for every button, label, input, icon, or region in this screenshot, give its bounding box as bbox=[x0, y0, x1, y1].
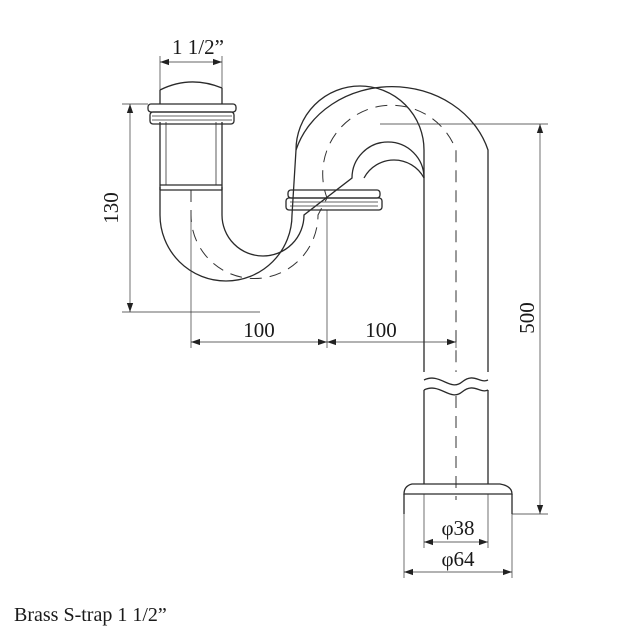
pipe-outline bbox=[159, 81, 489, 372]
tailpiece-break bbox=[423, 377, 489, 396]
dimension-inner-diameter: φ38 bbox=[423, 494, 489, 548]
label-inner-diameter: φ38 bbox=[441, 516, 474, 540]
dimension-top-size: 1 1/2” bbox=[159, 35, 224, 90]
label-top-size: 1 1/2” bbox=[172, 35, 224, 59]
pipe-inner-contour bbox=[221, 141, 425, 257]
dimension-height-130: 130 bbox=[99, 103, 260, 313]
label-width-left: 100 bbox=[243, 318, 275, 342]
middle-slip-nut bbox=[285, 189, 383, 211]
top-slip-nut bbox=[147, 103, 237, 125]
dimension-outer-diameter: φ64 bbox=[403, 514, 513, 578]
label-outer-diameter: φ64 bbox=[441, 547, 475, 571]
dimension-total-height: 500 bbox=[380, 123, 548, 515]
label-width-right: 100 bbox=[365, 318, 397, 342]
label-total-height: 500 bbox=[515, 302, 539, 334]
label-height-130: 130 bbox=[99, 192, 123, 224]
tailpiece-outer-wall bbox=[295, 86, 489, 372]
dimension-widths: 100 100 bbox=[190, 210, 457, 348]
pipe-centerline bbox=[190, 104, 457, 372]
tailpiece-inner-wall bbox=[363, 159, 425, 179]
floor-flange bbox=[403, 483, 513, 514]
product-caption: Brass S-trap 1 1/2” bbox=[14, 604, 167, 626]
pipe-outer-contour bbox=[159, 85, 425, 372]
lower-tailpiece bbox=[423, 390, 489, 500]
